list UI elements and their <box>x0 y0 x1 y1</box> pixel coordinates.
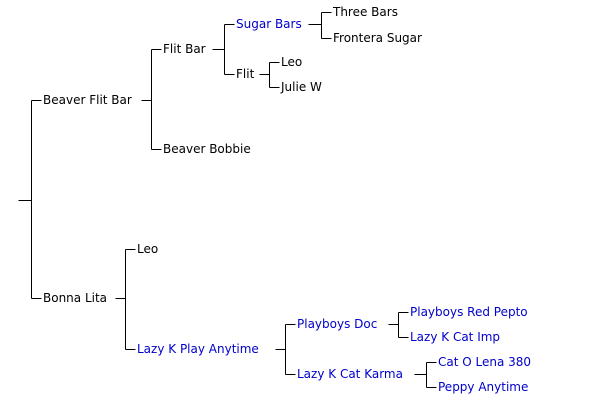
node-sugar-bars-link[interactable]: Sugar Bars <box>236 17 302 31</box>
node-peppy-anytime-link[interactable]: Peppy Anytime <box>438 380 529 394</box>
node-playboys-red-pepto-link[interactable]: Playboys Red Pepto <box>410 305 528 319</box>
node-bonna-lita: Bonna Lita <box>43 291 108 305</box>
node-leo-upper: Leo <box>281 55 303 69</box>
node-flit: Flit <box>236 67 255 81</box>
node-leo-lower: Leo <box>137 242 159 256</box>
node-julie-w: Julie W <box>281 80 322 94</box>
node-cat-o-lena-380-link[interactable]: Cat O Lena 380 <box>438 355 532 369</box>
node-frontera-sugar: Frontera Sugar <box>333 31 422 45</box>
node-lazy-k-cat-karma-link[interactable]: Lazy K Cat Karma <box>297 367 403 381</box>
node-lazy-k-play-anytime-link[interactable]: Lazy K Play Anytime <box>137 342 259 356</box>
node-flit-bar: Flit Bar <box>163 42 206 56</box>
node-three-bars: Three Bars <box>333 5 398 19</box>
node-beaver-flit-bar: Beaver Flit Bar <box>43 93 132 107</box>
node-beaver-bobbie: Beaver Bobbie <box>163 142 251 156</box>
node-playboys-doc-link[interactable]: Playboys Doc <box>297 317 378 331</box>
node-lazy-k-cat-imp-link[interactable]: Lazy K Cat Imp <box>410 330 501 344</box>
